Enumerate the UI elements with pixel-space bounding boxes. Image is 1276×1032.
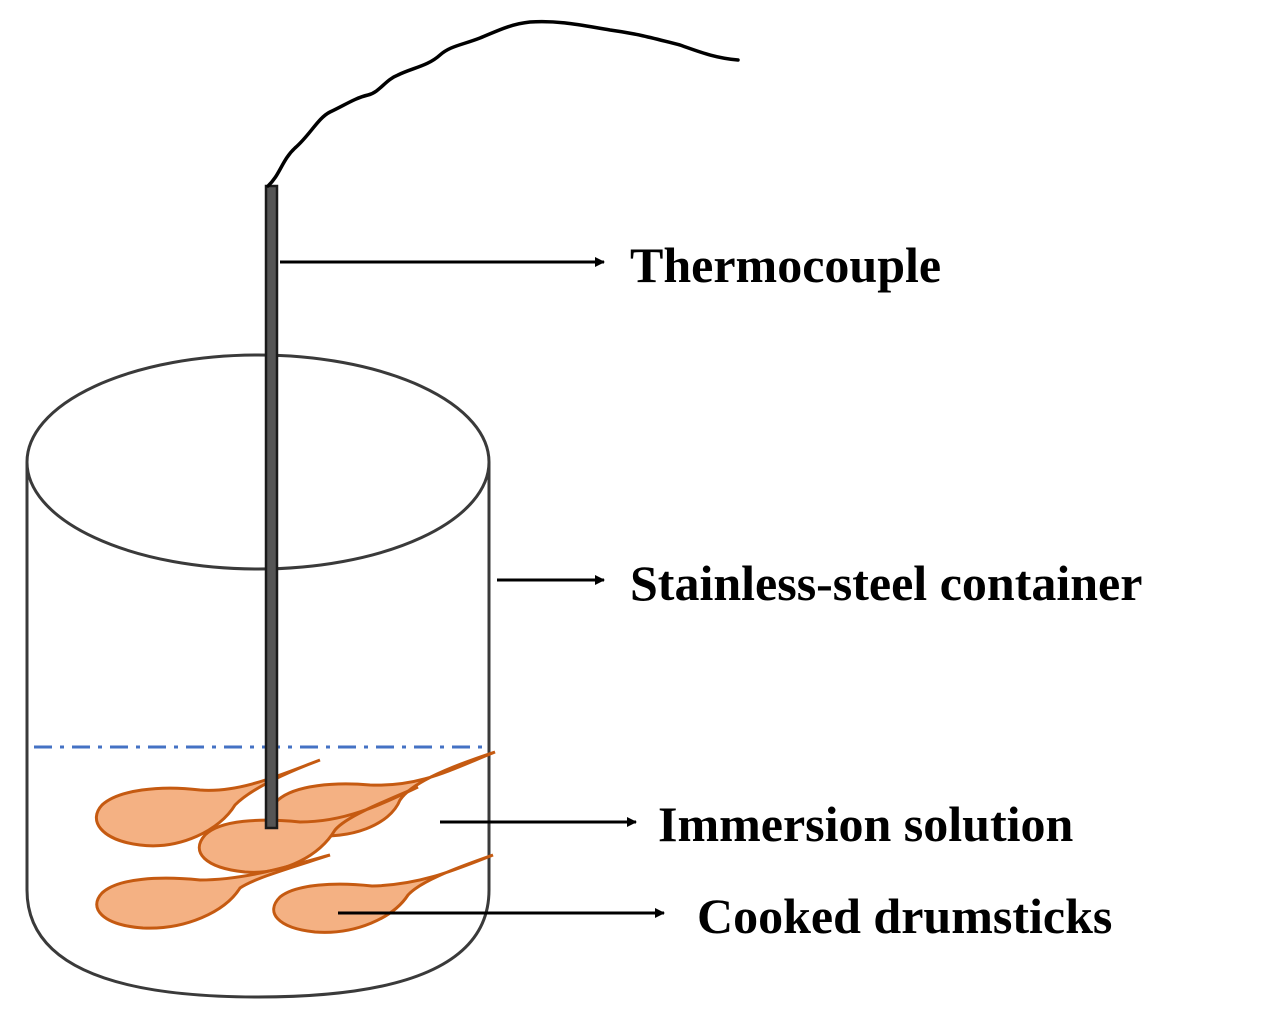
thermocouple-wire — [266, 19, 740, 188]
container-body-outline — [25, 462, 491, 999]
drumstick-1 — [94, 758, 321, 848]
stainless-steel-container — [25, 353, 491, 999]
container-label: Stainless-steel container — [630, 555, 1142, 611]
drumstick-5 — [272, 853, 494, 934]
drumsticks-label: Cooked drumsticks — [697, 888, 1112, 944]
solution-label: Immersion solution — [658, 796, 1074, 852]
container-rim — [25, 353, 491, 571]
thermocouple-label: Thermocouple — [630, 237, 941, 293]
drumstick-4 — [95, 853, 331, 930]
arrows — [280, 257, 665, 918]
drumstick-3 — [197, 785, 419, 874]
thermocouple-probe — [264, 184, 279, 830]
thermocouple — [264, 19, 740, 830]
drumsticks-group — [94, 750, 496, 934]
